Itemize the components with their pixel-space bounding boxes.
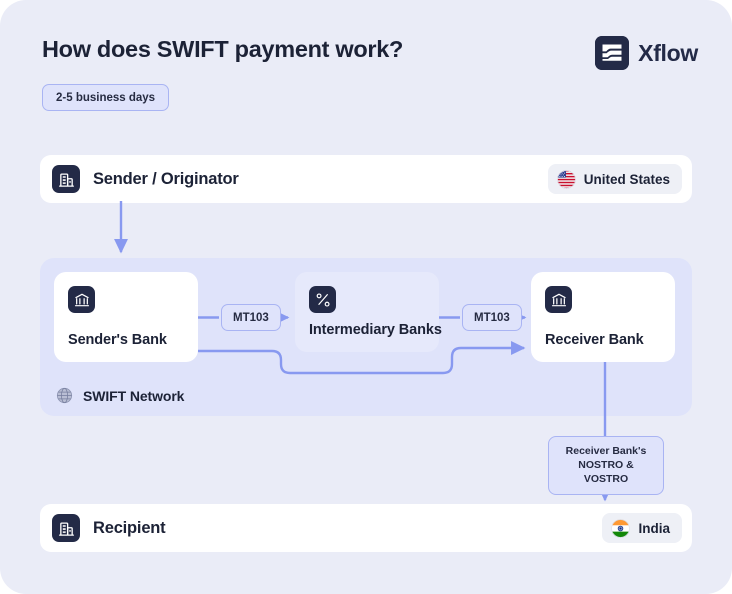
node-receiver-bank: Receiver Bank [531, 272, 675, 362]
xflow-logo-icon [595, 36, 630, 70]
recipient-country-name: India [638, 520, 670, 536]
brand-logo: Xflow [595, 36, 698, 70]
header: How does SWIFT payment work? Xflow [42, 36, 698, 82]
nostro-vostro-note: Receiver Bank's NOSTRO & VOSTRO [548, 436, 664, 495]
sender-row: Sender / Originator [40, 155, 692, 203]
recipient-identity: Recipient [52, 504, 166, 552]
sender-identity: Sender / Originator [52, 155, 239, 203]
nostro-note-line1: Receiver Bank's [565, 445, 647, 457]
sender-country-pill: United States [547, 164, 682, 194]
node-senders-bank: Sender's Bank [54, 272, 198, 362]
nostro-note-line2: NOSTRO & VOSTRO [578, 459, 634, 486]
sender-country-name: United States [583, 171, 670, 187]
flag-india-icon [611, 518, 631, 538]
route-icon [309, 286, 336, 313]
message-chip-mt103-2: MT103 [462, 304, 522, 331]
recipient-country-pill: India [602, 513, 682, 543]
flag-united-states-icon [557, 169, 576, 189]
brand-name: Xflow [638, 39, 698, 66]
node-label: Sender's Bank [68, 332, 167, 348]
node-label: Intermediary Banks [309, 322, 442, 338]
office-building-icon [52, 514, 80, 542]
message-chip-mt103-1: MT103 [221, 304, 281, 331]
globe-icon [56, 387, 73, 404]
sender-label: Sender / Originator [93, 169, 239, 188]
bank-icon [68, 286, 95, 313]
swift-network-footer: SWIFT Network [56, 387, 184, 404]
office-building-icon [52, 165, 80, 193]
swift-network-label: SWIFT Network [83, 387, 185, 404]
page-title: How does SWIFT payment work? [42, 36, 404, 62]
recipient-row: Recipient [40, 504, 692, 552]
bank-icon [545, 286, 572, 313]
duration-badge: 2-5 business days [42, 84, 170, 111]
recipient-label: Recipient [93, 518, 166, 537]
node-intermediary-banks: Intermediary Banks [295, 272, 442, 352]
node-label: Receiver Bank [545, 332, 644, 348]
